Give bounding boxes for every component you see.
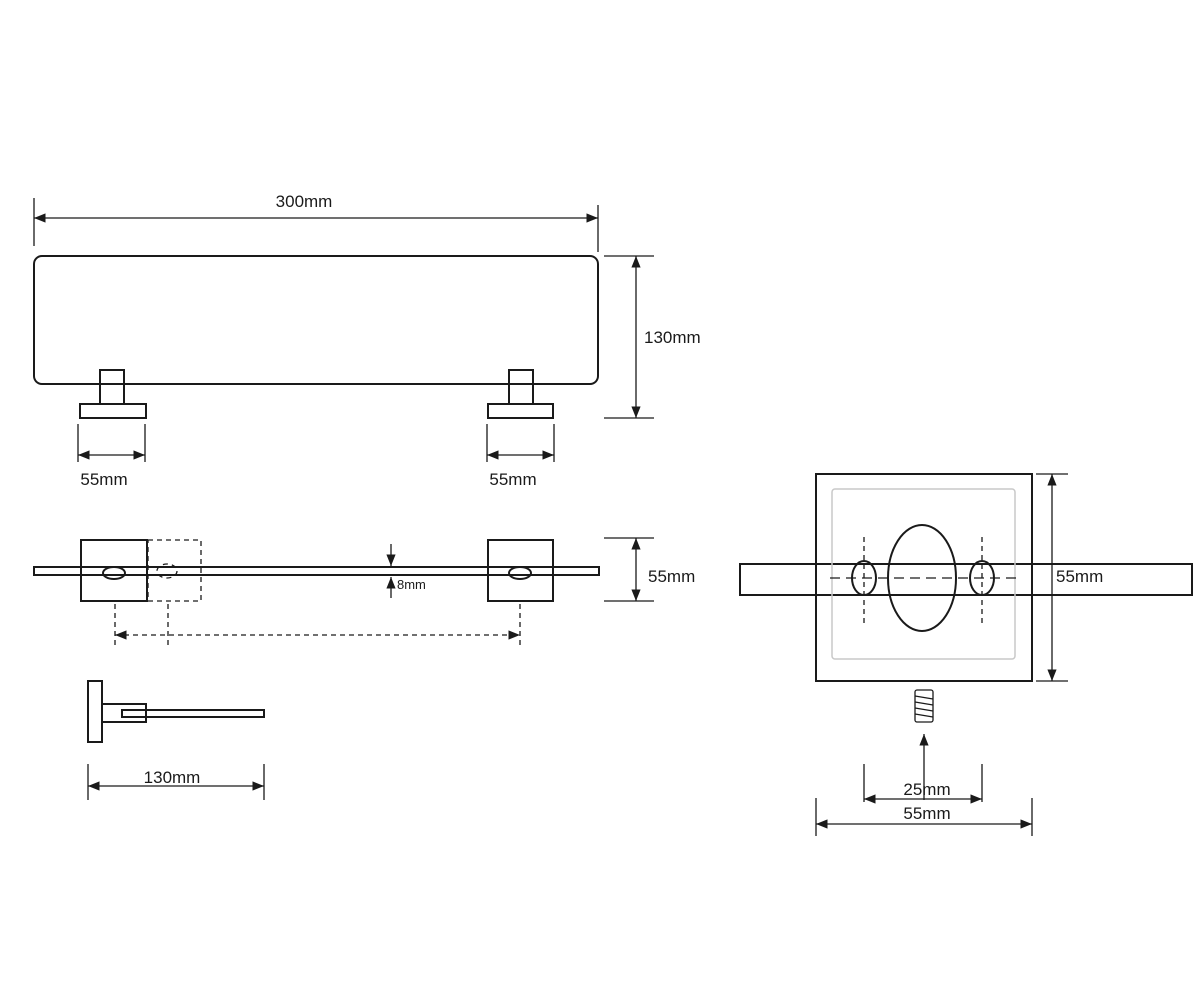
dim-label-55mm-detail-height: 55mm [1056,567,1103,586]
dim-label-55mm-right: 55mm [489,470,536,489]
dim-55mm-detail-height: 55mm [1036,473,1103,682]
slot-dashed [156,563,178,579]
front-view: 300mm 130mm 55mm 55mm [33,192,701,489]
dim-label-300mm: 300mm [276,192,333,211]
dim-55mm-plan: 55mm [604,537,695,602]
dim-label-55mm-left: 55mm [80,470,127,489]
detail-plate [815,473,1033,682]
dashed-plate-plan [147,539,202,602]
side-bracket-arm [101,703,147,723]
dim-label-130mm-height: 130mm [644,328,701,347]
left-bracket-front [79,369,147,419]
right-plate-plan [487,539,554,602]
dim-55mm-left: 55mm [77,424,146,489]
dim-300mm: 300mm [33,192,599,252]
dim-label-8mm: 8mm [397,577,426,592]
slot-left [102,566,126,580]
dim-55mm-detail-width: 55mm [815,798,1033,836]
detail-view: 55mm 25mm 55mm [739,473,1193,836]
dim-label-25mm: 25mm [903,780,950,799]
shelf-glass-plan [33,566,600,576]
side-glass [121,709,265,718]
side-wall-plate [87,680,103,743]
dim-8mm: 8mm [386,544,426,598]
dim-centres-dashed [114,604,521,648]
dim-label-55mm-plan: 55mm [648,567,695,586]
slot-right [508,566,532,580]
dim-55mm-right: 55mm [486,424,555,489]
shelf-glass-front [33,255,599,385]
detail-plate-inner [831,488,1016,660]
dim-130mm-height: 130mm [604,255,701,419]
dim-label-130mm-side: 130mm [144,768,201,787]
right-bracket-front [487,369,554,419]
dim-label-55mm-detail-width: 55mm [903,804,950,823]
detail-bar [739,563,1193,596]
left-plate-plan [80,539,148,602]
side-view: 130mm [87,680,265,800]
screw-icon [914,689,934,800]
plan-view: 8mm 55mm [33,537,695,648]
dim-25mm: 25mm [863,764,983,804]
dim-130mm-side: 130mm [87,764,265,800]
